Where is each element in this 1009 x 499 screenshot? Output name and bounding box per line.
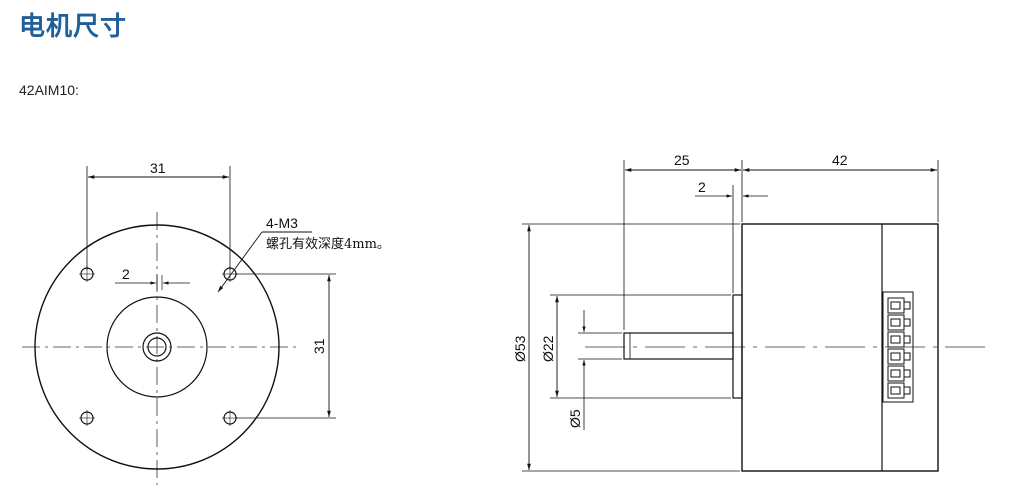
shaft-side [623,332,734,360]
hole-spec-label: 4-M3 [266,215,298,231]
dim-d22: Ø22 [540,335,556,362]
connector [882,291,914,403]
hole-depth-note: 螺孔有效深度4mm。 [266,236,390,252]
dim-31-vertical: 31 [311,338,327,354]
boss-outline [106,296,208,398]
motor-body-side [741,223,939,472]
mounting-holes [79,266,238,426]
shaft-outer [142,332,172,362]
dim-31-horizontal: 31 [150,160,166,176]
motor-body-outline [34,224,280,470]
dim-d5: Ø5 [567,409,583,428]
dim-25: 25 [674,152,690,168]
dim-2-boss: 2 [698,179,706,195]
side-view [522,160,990,472]
hole-leader-line [217,231,263,293]
dim-42: 42 [832,152,848,168]
shaft-inner [147,337,167,357]
model-label: 42AIM10: [19,82,79,98]
dim-d53: Ø53 [512,335,528,362]
dim-2-offset: 2 [122,266,130,282]
boss-side [732,294,743,399]
page-title: 电机尺寸 [19,12,128,42]
front-view [22,166,336,485]
